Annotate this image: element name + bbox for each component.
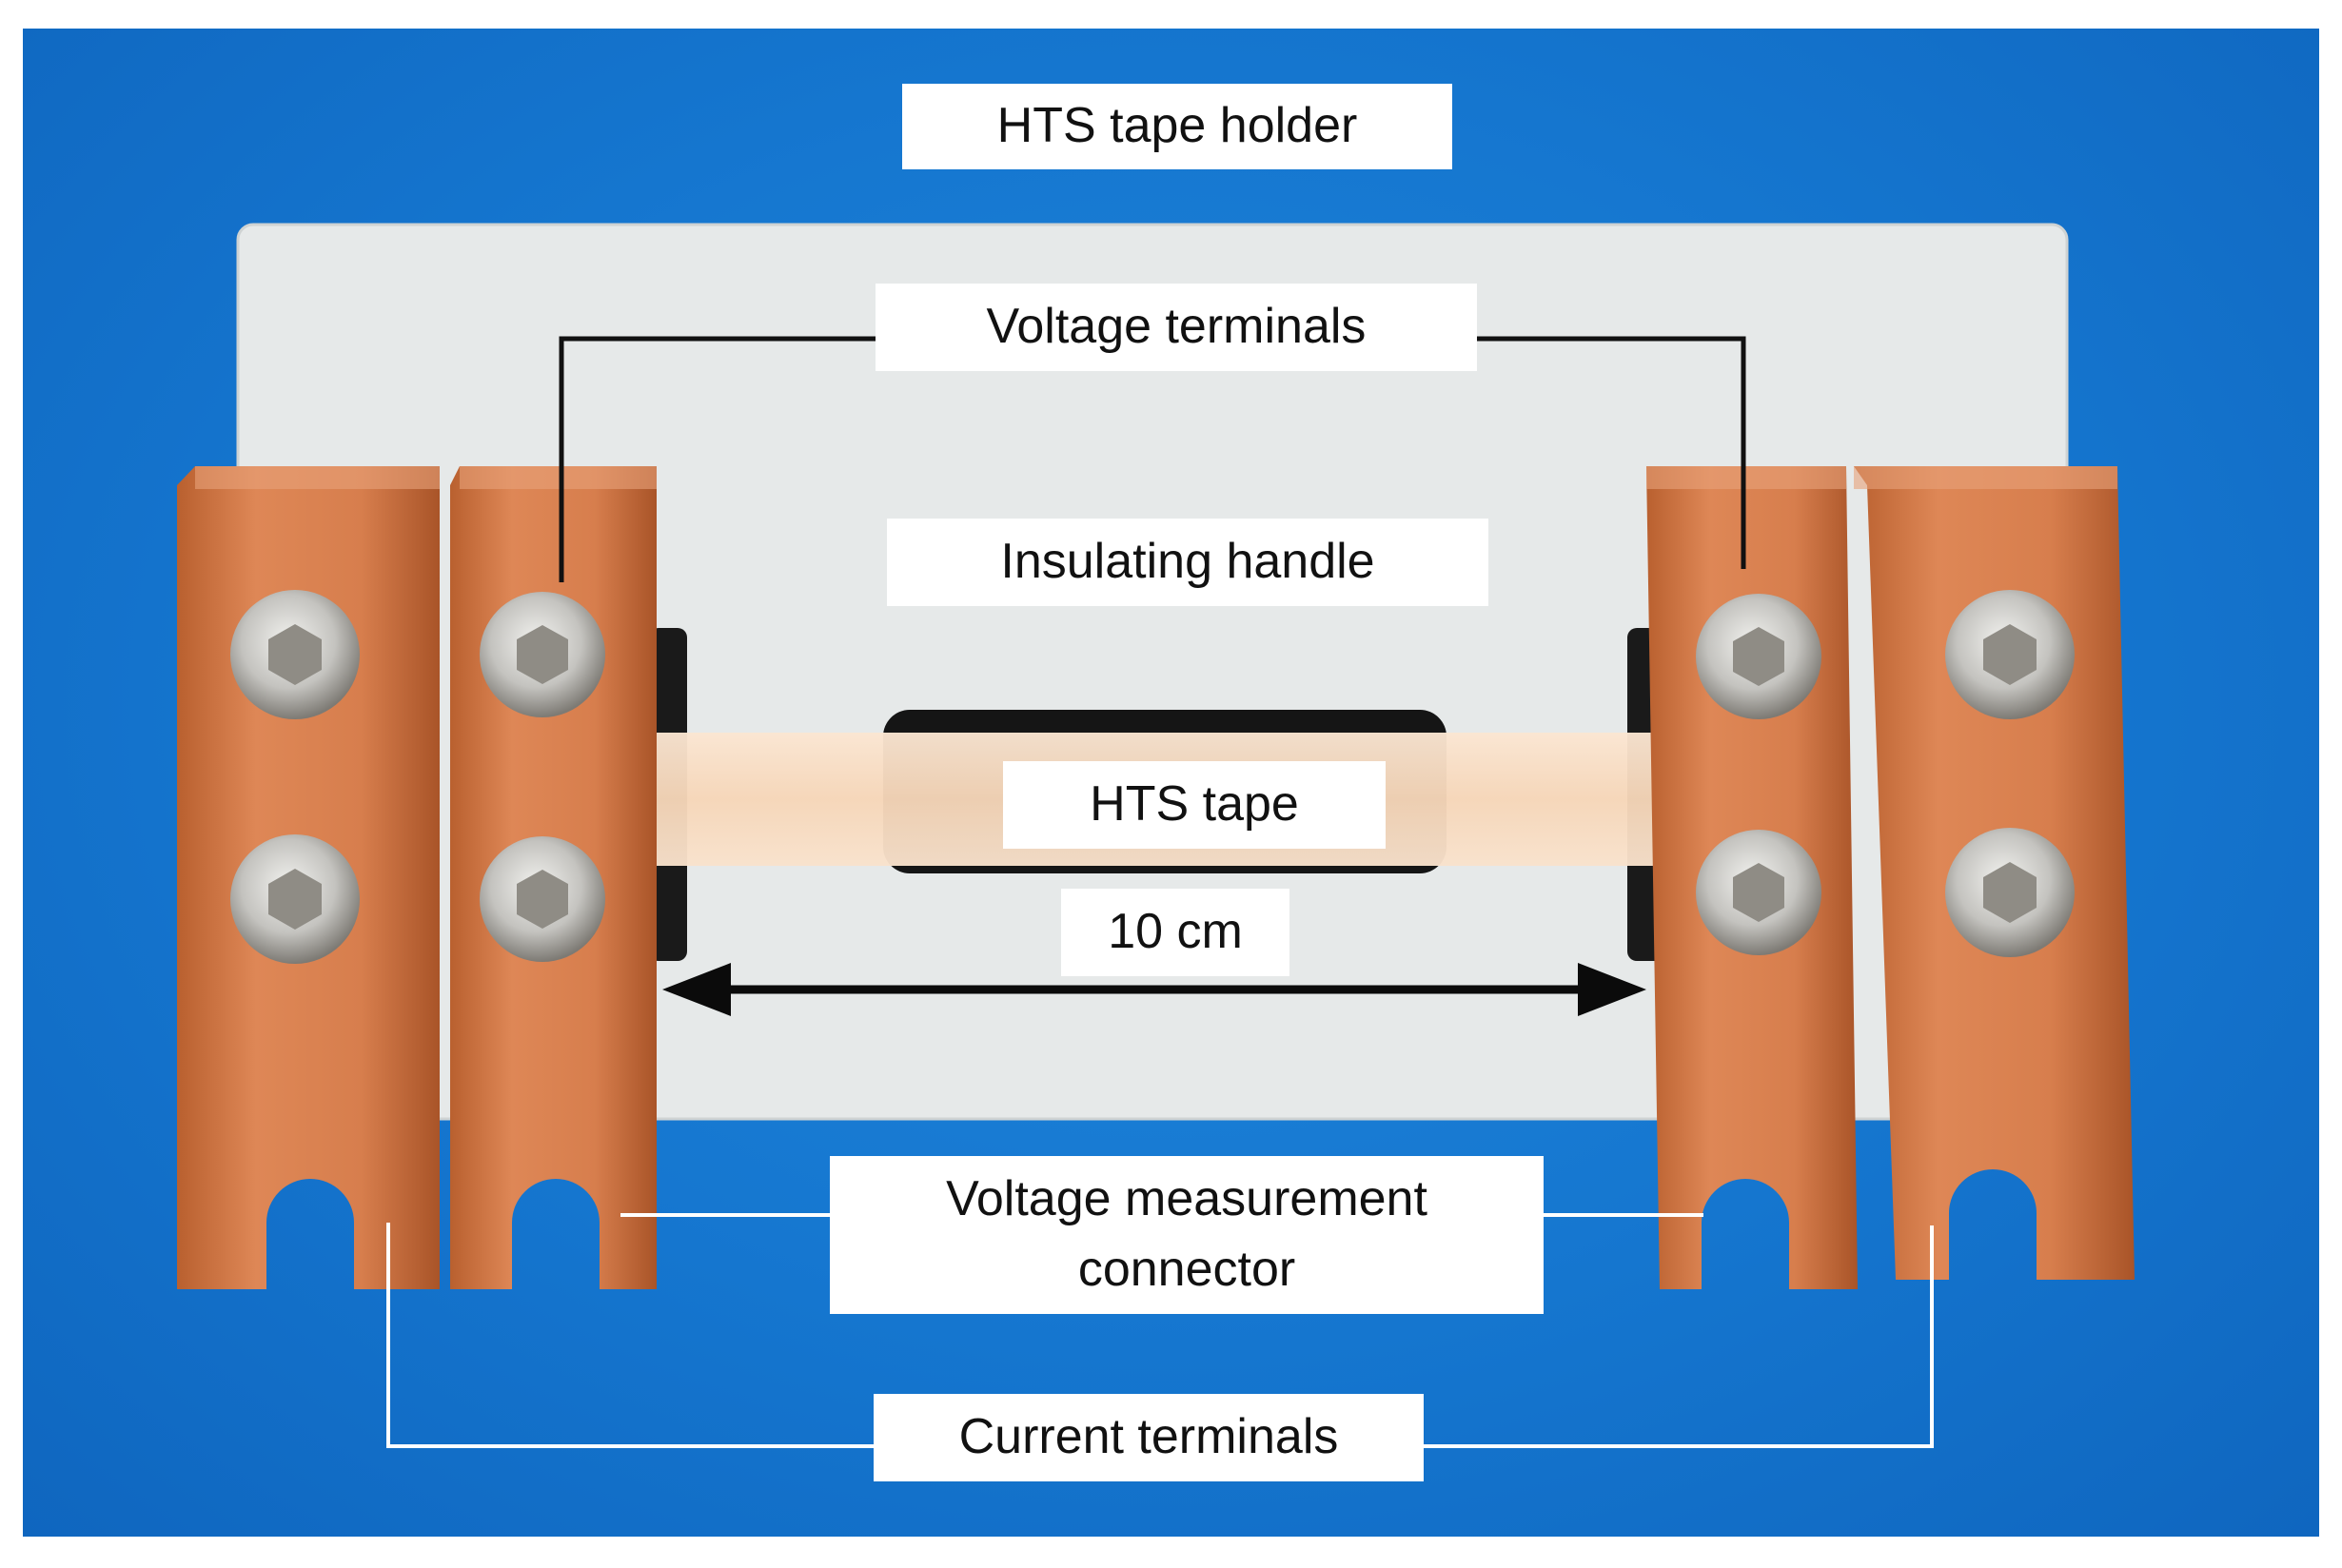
voltage-measurement-connector-label: Voltage measurement connector <box>830 1156 1544 1314</box>
hts-tape-holder-text: HTS tape holder <box>996 98 1358 154</box>
double-arrow-icon <box>662 963 1646 1016</box>
hex-socket-bolt-icon <box>230 834 360 964</box>
hex-socket-bolt-icon <box>480 836 605 962</box>
voltage-terminals-leader-left <box>559 336 876 582</box>
current-terminals-label: Current terminals <box>874 1394 1424 1481</box>
hex-socket-bolt-icon <box>480 592 605 717</box>
length-label: 10 cm <box>1061 889 1289 976</box>
insulating-handle-plate <box>238 225 2067 1119</box>
current-terminals-text: Current terminals <box>958 1409 1339 1465</box>
hex-socket-bolt-icon <box>1696 830 1821 955</box>
length-text: 10 cm <box>1108 904 1243 960</box>
current-terminals-leader-left <box>386 1223 874 1448</box>
voltage-terminals-text: Voltage terminals <box>986 299 1367 355</box>
hex-socket-bolt-icon <box>1945 828 2075 957</box>
hts-tape-text: HTS tape <box>1090 776 1299 833</box>
hts-tape-holder-label: HTS tape holder <box>902 84 1452 169</box>
voltage-connector-text-line1: Voltage measurement <box>946 1171 1427 1227</box>
voltage-terminals-leader-right <box>1477 336 1746 569</box>
insulating-handle-label: Insulating handle <box>887 519 1488 606</box>
hex-socket-bolt-icon <box>1945 590 2075 719</box>
voltage-terminals-label: Voltage terminals <box>876 284 1477 371</box>
hex-socket-bolt-icon <box>1696 594 1821 719</box>
insulating-handle-text: Insulating handle <box>1000 534 1375 590</box>
hex-socket-bolt-icon <box>230 590 360 719</box>
voltage-connector-text-line2: connector <box>1077 1242 1296 1297</box>
current-terminals-leader-right <box>1424 1225 1934 1448</box>
hts-tape-label: HTS tape <box>1003 761 1386 849</box>
